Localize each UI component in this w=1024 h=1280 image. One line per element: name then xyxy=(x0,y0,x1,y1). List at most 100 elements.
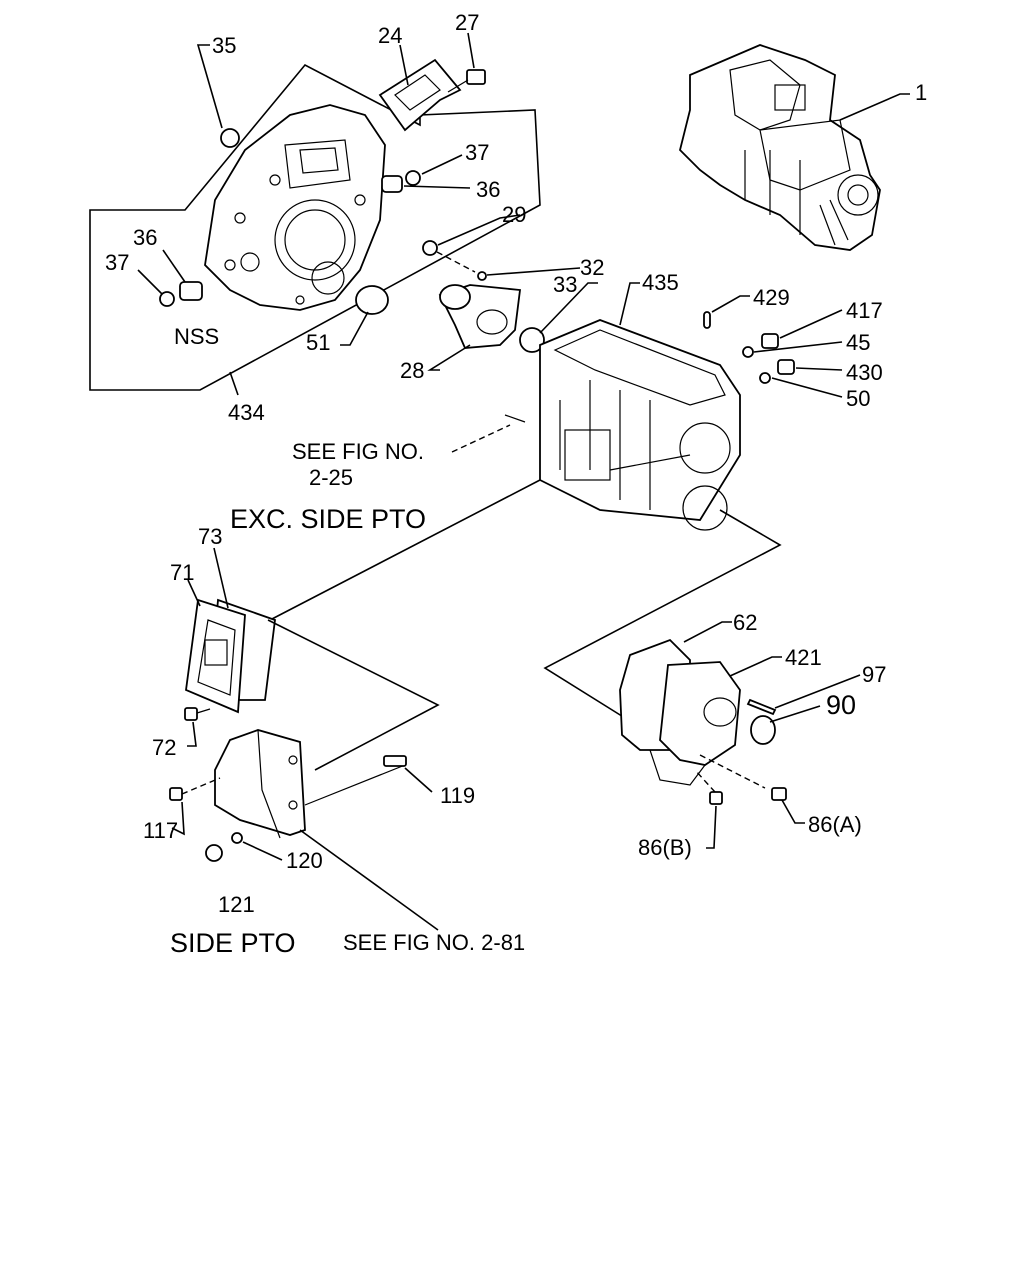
transmission-assembly-drawing xyxy=(679,44,881,251)
leader-see-fig-2-81 xyxy=(299,829,439,931)
cap-51-drawing xyxy=(355,285,389,315)
label-29: 29 xyxy=(502,202,526,227)
label-71: 71 xyxy=(170,560,194,585)
bolt-27-drawing xyxy=(447,69,486,93)
nut-121-drawing xyxy=(205,844,223,862)
label-24: 24 xyxy=(378,23,402,48)
label-117: 117 xyxy=(143,818,178,843)
nut-35-drawing xyxy=(220,128,240,148)
leader-28 xyxy=(427,344,471,371)
label-86a: 86(A) xyxy=(808,812,862,837)
stud-119-line xyxy=(304,764,406,806)
bolt-86a-dash xyxy=(699,754,766,789)
leader-36-lower xyxy=(162,249,186,283)
cover-24-drawing xyxy=(378,58,462,132)
washer-37-upper xyxy=(405,170,421,186)
leader-35 xyxy=(196,44,223,129)
label-see-fig-2-25-number: 2-25 xyxy=(309,465,353,490)
label-72: 72 xyxy=(152,735,176,760)
leader-86a xyxy=(781,799,805,824)
leader-33 xyxy=(539,282,598,334)
leader-29 xyxy=(437,214,521,246)
label-86b: 86(B) xyxy=(638,835,692,860)
heading-side-pto: SIDE PTO xyxy=(170,928,296,958)
label-36-lower: 36 xyxy=(133,225,157,250)
seal-33-drawing xyxy=(519,327,545,353)
label-37-upper: 37 xyxy=(465,140,489,165)
heading-exc-side-pto: EXC. SIDE PTO xyxy=(230,504,426,534)
bolt-86b-drawing xyxy=(709,791,723,805)
cover-to-pto-line xyxy=(267,619,440,771)
leader-36-upper xyxy=(403,185,471,189)
leader-37-upper xyxy=(421,154,463,175)
gasket-45-drawing xyxy=(742,346,754,358)
leader-1 xyxy=(839,93,910,121)
label-nss: NSS xyxy=(174,324,219,349)
label-121: 121 xyxy=(218,892,255,917)
label-417: 417 xyxy=(846,298,883,323)
leader-72 xyxy=(187,721,197,747)
leader-50 xyxy=(771,377,843,398)
seal-90-drawing xyxy=(750,715,776,745)
leader-429 xyxy=(711,295,750,313)
case-to-cover-line xyxy=(269,479,541,621)
plug-417-drawing xyxy=(761,333,779,349)
bolt-86a-drawing xyxy=(771,787,787,801)
leader-71 xyxy=(187,579,201,607)
bushing-36-upper xyxy=(381,175,403,193)
label-see-fig-2-81: SEE FIG NO. 2-81 xyxy=(343,930,525,955)
leader-417 xyxy=(779,309,843,339)
label-90: 90 xyxy=(826,690,856,720)
bolt-117-dash xyxy=(181,777,221,795)
bolt-72-drawing xyxy=(184,707,198,721)
retainer-28-drawing xyxy=(438,284,522,349)
stud-119-drawing xyxy=(383,755,407,767)
gasket-50-drawing xyxy=(759,372,771,384)
leader-62 xyxy=(683,621,732,643)
label-73: 73 xyxy=(198,524,222,549)
label-119: 119 xyxy=(440,783,475,808)
leader-37-lower xyxy=(137,269,163,295)
label-28: 28 xyxy=(400,358,424,383)
label-120: 120 xyxy=(286,848,323,873)
label-see-fig-2-25: SEE FIG NO. xyxy=(292,439,424,464)
leader-97 xyxy=(774,674,861,709)
label-1: 1 xyxy=(915,80,927,105)
leader-119 xyxy=(404,767,433,793)
label-62: 62 xyxy=(733,610,757,635)
plug-430-drawing xyxy=(777,359,795,375)
leader-86b xyxy=(706,805,717,849)
label-435: 435 xyxy=(642,270,679,295)
leader-45 xyxy=(753,341,843,353)
side-pto-case-drawing xyxy=(214,729,306,839)
leader-see-fig-2-25 xyxy=(451,424,511,453)
bolt-117-drawing xyxy=(169,787,183,801)
leader-73 xyxy=(213,547,229,609)
bolt-97-drawing xyxy=(746,698,777,716)
ring-32-drawing xyxy=(477,271,487,281)
washer-37-lower xyxy=(159,291,175,307)
leader-117 xyxy=(171,801,185,836)
leader-90 xyxy=(769,705,821,723)
label-33: 33 xyxy=(553,272,577,297)
leader-32 xyxy=(486,267,581,276)
leader-29-dash xyxy=(436,251,476,273)
label-429: 429 xyxy=(753,285,790,310)
leader-430 xyxy=(795,367,843,371)
leader-51 xyxy=(340,311,369,346)
label-430: 430 xyxy=(846,360,883,385)
leader-435 xyxy=(619,282,640,326)
bushing-36-lower xyxy=(179,281,203,301)
rear-cover-drawing xyxy=(619,638,741,786)
label-37-lower: 37 xyxy=(105,250,129,275)
label-35: 35 xyxy=(212,33,236,58)
washer-120-drawing xyxy=(231,832,243,844)
label-36-upper: 36 xyxy=(476,177,500,202)
leader-421 xyxy=(729,656,782,677)
pin-429-drawing xyxy=(703,311,711,329)
leader-434 xyxy=(229,371,239,396)
group-434-outline xyxy=(89,63,541,391)
plug-29-drawing xyxy=(422,240,438,256)
